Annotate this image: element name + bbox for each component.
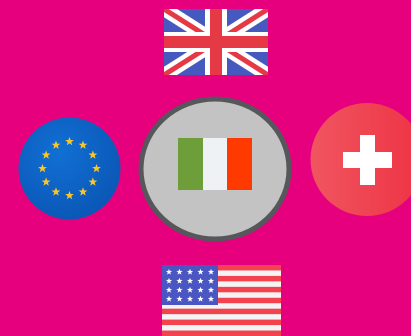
eu-star-icon bbox=[78, 140, 88, 149]
eu-star-icon bbox=[65, 136, 74, 146]
us-stripe bbox=[162, 319, 281, 326]
us-star-icon bbox=[186, 268, 194, 275]
eu-star-icon bbox=[51, 140, 61, 149]
us-star-icon bbox=[186, 295, 194, 302]
eu-star-icon bbox=[92, 163, 101, 173]
us-star-icon bbox=[197, 286, 204, 293]
us-star-icon bbox=[207, 295, 215, 302]
us-stripe bbox=[162, 325, 281, 331]
us-flag-button[interactable] bbox=[162, 265, 281, 336]
us-star-icon bbox=[165, 268, 173, 275]
eu-flag-icon bbox=[18, 117, 121, 220]
eu-star-icon bbox=[38, 163, 47, 173]
us-stripe bbox=[162, 308, 281, 315]
selected-currency-indicator[interactable] bbox=[138, 96, 292, 242]
eu-flag-button[interactable] bbox=[18, 117, 121, 220]
swiss-flag-icon bbox=[310, 103, 411, 216]
us-star-icon bbox=[165, 277, 173, 284]
swiss-flag-button[interactable] bbox=[310, 103, 411, 216]
us-star-icon bbox=[176, 286, 183, 293]
us-stripe bbox=[162, 275, 281, 282]
us-star-icon bbox=[207, 286, 215, 293]
us-star-icon bbox=[176, 277, 183, 284]
us-star-icon bbox=[186, 277, 194, 284]
us-stripe bbox=[162, 270, 281, 277]
eu-star-icon bbox=[41, 150, 51, 159]
us-star-icon bbox=[176, 268, 183, 275]
us-stripe bbox=[162, 330, 281, 336]
us-star-icon bbox=[165, 286, 173, 293]
eu-star-icon bbox=[41, 177, 51, 186]
us-flag-icon bbox=[162, 265, 281, 336]
uk-flag-button[interactable] bbox=[164, 9, 268, 75]
us-stripe bbox=[162, 281, 281, 288]
us-star-icon bbox=[197, 277, 204, 284]
us-star-icon bbox=[207, 268, 215, 275]
us-star-icon bbox=[197, 295, 204, 302]
eu-star-icon bbox=[88, 150, 98, 159]
us-stripe bbox=[162, 297, 281, 304]
us-stripe bbox=[162, 286, 281, 293]
us-star-icon bbox=[165, 295, 173, 302]
us-stripe bbox=[162, 314, 281, 320]
eu-star-icon bbox=[51, 187, 61, 196]
us-star-icon bbox=[207, 277, 215, 284]
us-star-icon bbox=[186, 286, 194, 293]
eu-star-icon bbox=[88, 177, 98, 186]
us-star-icon bbox=[176, 295, 183, 302]
uk-flag-icon bbox=[164, 9, 268, 75]
us-stripe bbox=[162, 292, 281, 299]
us-star-icon bbox=[197, 268, 204, 275]
eu-star-icon bbox=[65, 190, 74, 200]
italy-flag-icon bbox=[178, 138, 252, 190]
eu-star-icon bbox=[78, 187, 88, 196]
us-stripe bbox=[162, 303, 281, 309]
us-stripe bbox=[162, 265, 281, 271]
